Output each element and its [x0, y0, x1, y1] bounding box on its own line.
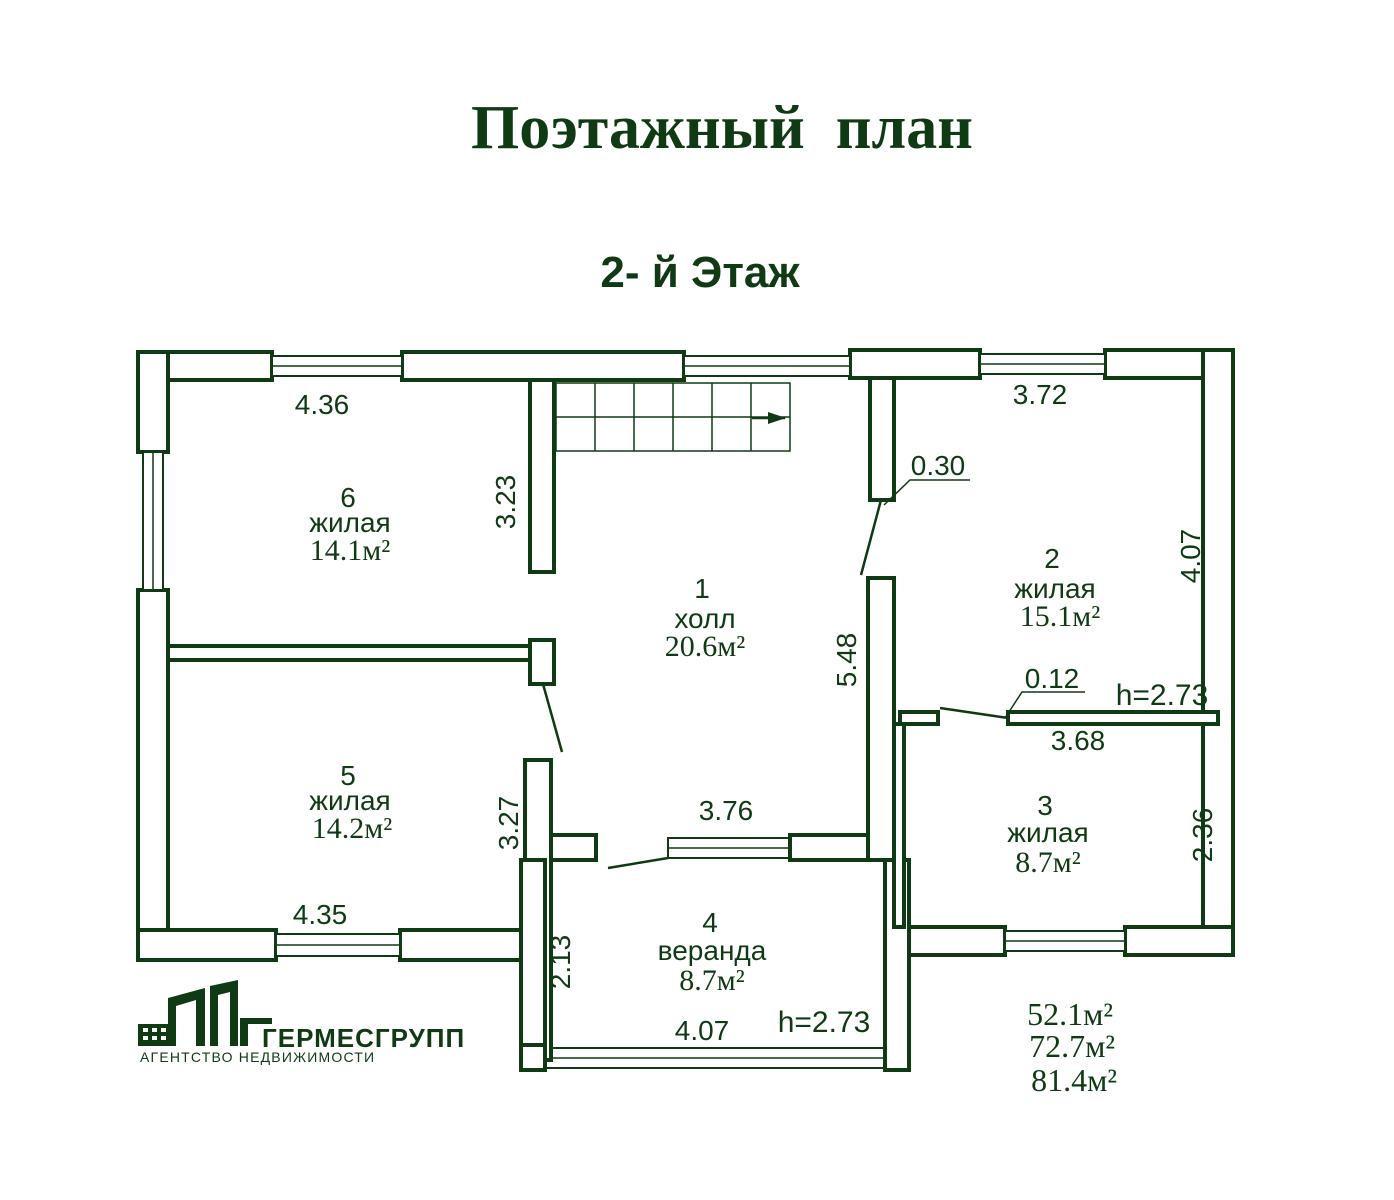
- dim-room2-width: 3.72: [1013, 379, 1068, 410]
- svg-text:2: 2: [1044, 543, 1060, 574]
- svg-text:14.2м²: 14.2м²: [312, 812, 392, 845]
- company-logo: ГЕРМЕСГРУПП АГЕНТСТВО НЕДВИЖИМОСТИ: [138, 980, 465, 1065]
- svg-text:жилая: жилая: [309, 507, 390, 538]
- svg-text:8.7м²: 8.7м²: [1015, 846, 1080, 879]
- dim-room3-width: 3.68: [1051, 725, 1106, 756]
- svg-text:жилая: жилая: [1014, 573, 1095, 604]
- area-totals: 52.1м² 72.7м² 81.4м²: [1027, 996, 1117, 1098]
- svg-text:5: 5: [340, 760, 356, 791]
- total-general: 72.7м²: [1029, 1028, 1115, 1064]
- svg-text:6: 6: [340, 482, 356, 513]
- svg-text:жилая: жилая: [309, 785, 390, 816]
- logo-name: ГЕРМЕСГРУПП: [262, 1023, 465, 1053]
- svg-text:20.6м²: 20.6м²: [665, 630, 745, 663]
- plan-title: Поэтажный план: [471, 94, 973, 162]
- dim-height-main: h=2.73: [1116, 679, 1209, 712]
- dim-room6-width: 4.36: [295, 389, 350, 420]
- staircase: [555, 382, 791, 452]
- dim-room5-width: 4.35: [293, 899, 348, 930]
- room-3-label: 3 жилая 8.7м²: [1007, 790, 1088, 879]
- windows: [142, 353, 1126, 1069]
- dim-veranda-depth: 2.13: [545, 935, 576, 990]
- dim-height-veranda: h=2.73: [778, 1006, 871, 1039]
- dim-wall-012: 0.12: [1025, 663, 1080, 694]
- svg-text:веранда: веранда: [658, 935, 767, 966]
- dimension-labels: 4.36 3.23 3.72 0.30 4.07 5.48 0.12 h=2.7…: [293, 379, 1218, 1046]
- buildings-logo-icon: [138, 980, 272, 1046]
- svg-text:3: 3: [1037, 790, 1053, 821]
- svg-text:15.1м²: 15.1м²: [1020, 600, 1100, 633]
- svg-text:жилая: жилая: [1007, 817, 1088, 848]
- dim-room5-depth: 3.27: [493, 796, 524, 851]
- interior-walls: [166, 376, 1220, 1072]
- dim-room3-depth: 2.36: [1187, 808, 1218, 863]
- svg-text:1: 1: [694, 573, 710, 604]
- dim-room6-depth: 3.23: [490, 475, 521, 530]
- room-4-label: 4 веранда 8.7м²: [658, 907, 767, 997]
- svg-text:8.7м²: 8.7м²: [679, 964, 744, 997]
- svg-text:холл: холл: [674, 603, 735, 634]
- dim-wall-030: 0.30: [911, 450, 966, 481]
- room-5-label: 5 жилая 14.2м²: [309, 760, 392, 845]
- dim-hall-depth: 5.48: [831, 633, 862, 688]
- svg-text:4: 4: [702, 907, 718, 938]
- svg-text:14.1м²: 14.1м²: [310, 534, 390, 567]
- total-living: 52.1м²: [1027, 996, 1113, 1032]
- total-with-veranda: 81.4м²: [1031, 1062, 1117, 1098]
- room-6-label: 6 жилая 14.1м²: [309, 482, 390, 567]
- doors: [541, 499, 1009, 870]
- room-2-label: 2 жилая 15.1м²: [1014, 543, 1100, 633]
- floor-subtitle: 2- й Этаж: [600, 248, 800, 297]
- stair-arrow-icon: [768, 412, 786, 424]
- dim-veranda-width: 4.07: [675, 1015, 730, 1046]
- logo-tagline: АГЕНТСТВО НЕДВИЖИМОСТИ: [140, 1049, 375, 1065]
- dim-room2-depth: 4.07: [1175, 529, 1206, 584]
- exterior-walls: [136, 348, 1235, 962]
- dim-hall-width: 3.76: [699, 795, 754, 826]
- room-1-label: 1 холл 20.6м²: [665, 573, 745, 663]
